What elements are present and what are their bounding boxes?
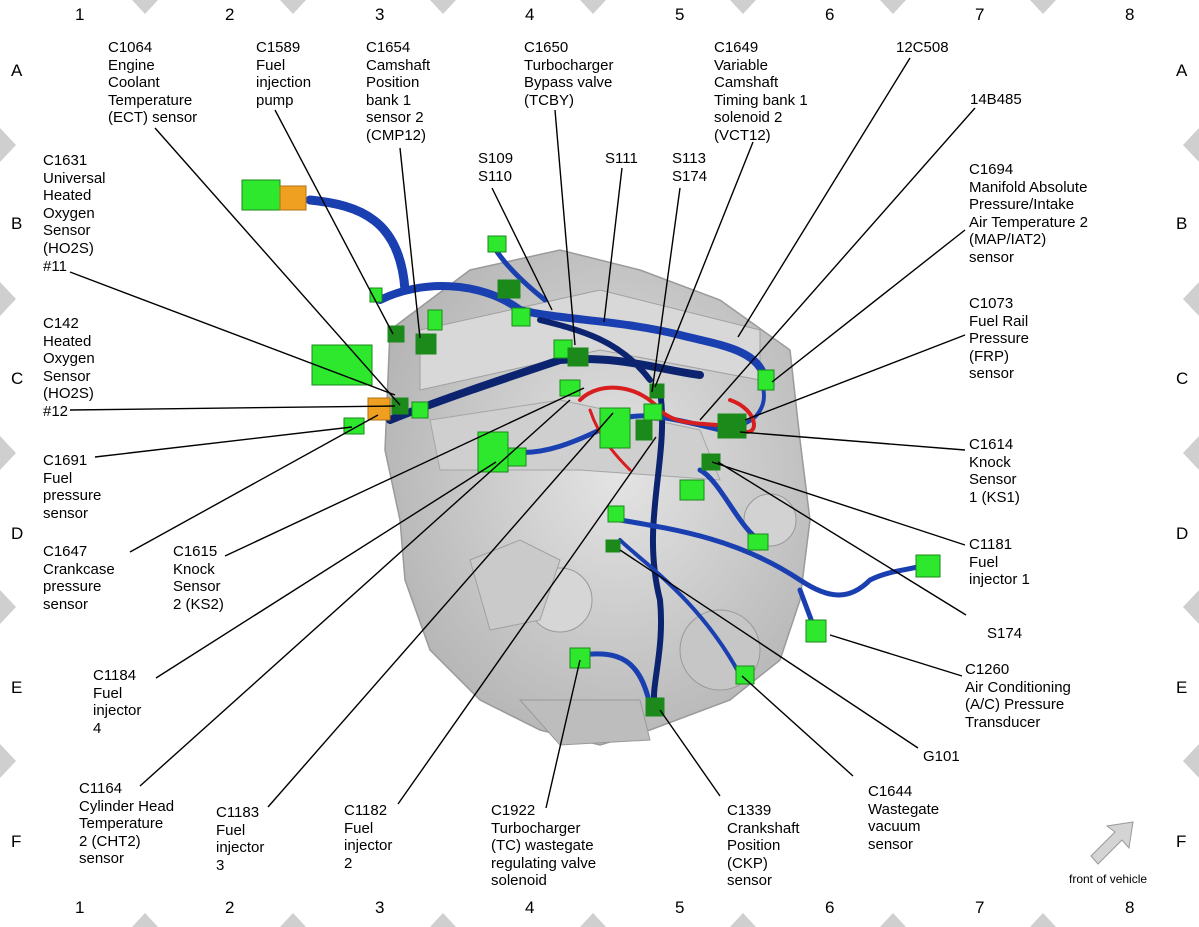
grid-col-1-top: 1	[75, 5, 85, 24]
arrow-icon	[1090, 821, 1134, 865]
grid-row-c-left: C	[11, 369, 24, 388]
grid-row-b-left: B	[11, 214, 23, 233]
label-c1614-ks1: C1614 Knock Sensor 1 (KS1)	[969, 436, 1020, 506]
front-of-vehicle-label: front of vehicle	[1069, 872, 1148, 886]
grid-row-a-right: A	[1176, 61, 1188, 80]
label-c1615-ks2: C1615 Knock Sensor 2 (KS2)	[173, 543, 224, 613]
label-c1182-fuel-injector-2: C1182 Fuel injector 2	[344, 802, 393, 872]
label-c1694-map-iat2: C1694 Manifold Absolute Pressure/Intake …	[969, 161, 1088, 266]
grid-row-c-right: C	[1176, 369, 1189, 388]
grid-row-a-left: A	[11, 61, 23, 80]
label-c1339-ckp-sensor: C1339 Crankshaft Position (CKP) sensor	[727, 802, 800, 890]
grid-row-e-right: E	[1176, 678, 1188, 697]
grid-col-6-bottom: 6	[825, 898, 835, 917]
label-c1073-frp-sensor: C1073 Fuel Rail Pressure (FRP) sensor	[969, 295, 1030, 383]
label-s111: S111	[605, 150, 638, 167]
label-c1649-vct12: C1649 Variable Camshaft Timing bank 1 so…	[714, 39, 808, 144]
grid-col-3-bottom: 3	[375, 898, 385, 917]
label-c1691-fuel-pressure-sensor: C1691 Fuel pressure sensor	[43, 452, 102, 522]
label-c142-ho2s-12: C142 Heated Oxygen Sensor (HO2S) #12	[43, 315, 95, 420]
connectors	[241, 179, 941, 717]
grid-row-e-left: E	[11, 678, 23, 697]
grid-col-7-top: 7	[975, 5, 985, 24]
label-14b485: 14B485	[970, 91, 1022, 108]
label-s174: S174	[987, 625, 1023, 642]
grid-row-d-left: D	[11, 524, 24, 543]
grid-row-f-right: F	[1176, 832, 1187, 851]
label-s109-s110: S109 S110	[478, 150, 514, 185]
label-c1654-cmp12: C1654 Camshaft Position bank 1 sensor 2 …	[366, 39, 431, 144]
label-c1650-tcby: C1650 Turbocharger Bypass valve (TCBY)	[524, 39, 614, 109]
label-12c508: 12C508	[896, 39, 949, 56]
label-c1589-fuel-injection-pump: C1589 Fuel injection pump	[256, 39, 312, 109]
label-c1922-tc-wastegate: C1922 Turbocharger (TC) wastegate regula…	[491, 802, 597, 890]
grid-col-8-top: 8	[1125, 5, 1135, 24]
label-c1164-cht2: C1164 Cylinder Head Temperature 2 (CHT2)…	[79, 780, 175, 868]
leader-lines	[69, 57, 976, 809]
grid-col-2-bottom: 2	[225, 898, 235, 917]
grid-col-3-top: 3	[375, 5, 385, 24]
grid-col-6-top: 6	[825, 5, 835, 24]
grid-col-5-top: 5	[675, 5, 685, 24]
label-c1260-ac-pressure: C1260 Air Conditioning (A/C) Pressure Tr…	[965, 661, 1071, 731]
grid-col-4-top: 4	[525, 5, 535, 24]
label-s113-s174: S113 S174	[672, 150, 708, 185]
label-c1184-fuel-injector-4: C1184 Fuel injector 4	[93, 667, 142, 737]
label-c1631-ho2s-11: C1631 Universal Heated Oxygen Sensor (HO…	[43, 152, 106, 275]
label-g101: G101	[923, 748, 960, 765]
label-c1183-fuel-injector-3: C1183 Fuel injector 3	[216, 804, 265, 874]
label-c1644-wastegate-vacuum: C1644 Wastegate vacuum sensor	[868, 783, 940, 853]
grid-row-f-left: F	[11, 832, 22, 851]
grid-col-1-bottom: 1	[75, 898, 85, 917]
grid-col-8-bottom: 8	[1125, 898, 1135, 917]
grid-col-2-top: 2	[225, 5, 235, 24]
label-c1647-crankcase-pressure: C1647 Crankcase pressure sensor	[43, 543, 115, 613]
grid-row-d-right: D	[1176, 524, 1189, 543]
label-c1181-fuel-injector-1: C1181 Fuel injector 1	[969, 536, 1030, 589]
grid-col-7-bottom: 7	[975, 898, 985, 917]
grid-col-4-bottom: 4	[525, 898, 535, 917]
grid-col-5-bottom: 5	[675, 898, 685, 917]
label-c1064-ect-sensor: C1064 Engine Coolant Temperature (ECT) s…	[108, 39, 198, 127]
grid-row-b-right: B	[1176, 214, 1188, 233]
